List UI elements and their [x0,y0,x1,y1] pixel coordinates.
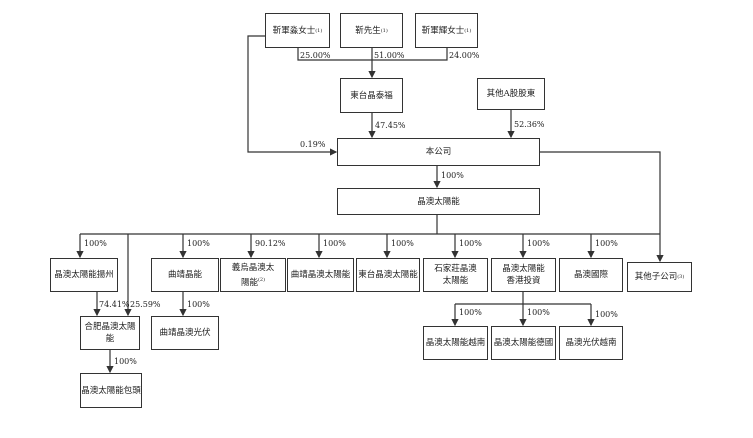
label: 靳先生 [355,25,381,36]
pct-label: 47.45% [375,121,406,130]
label: 曲靖晶澳太陽能 [290,270,351,280]
label: 曲靖晶澳光伏 [159,328,211,338]
baotou-box: 晶澳太陽能包頭 [80,373,142,408]
label: 晶澳太陽能揚州 [54,270,114,280]
label: 其他A股股東 [486,89,536,99]
label: 晶澳太陽能越南 [425,338,486,348]
pct-label: 25.00% [300,51,331,60]
pct-label: 52.36% [514,120,545,129]
label: 本公司 [425,147,452,157]
label: 曲靖晶能 [167,270,202,280]
pct-label: 100% [187,239,210,248]
label: 東台晶泰福 [350,90,393,101]
label: 合肥晶澳太陽能 [84,322,136,344]
subsidiary-box: 晶澳太陽能香港投資 [491,258,556,292]
label: 晶澳太陽能 [417,196,460,207]
note: (2) [257,276,266,283]
label: 其他子公司 [634,272,678,282]
label: 晶澳太陽能香港投資 [502,264,545,286]
pct-label: 90.12% [255,239,286,248]
label: 晶澳國際 [573,270,608,280]
subsidiary-box: 曲靖晶能 [151,258,219,292]
label: 晶澳光伏越南 [565,338,617,348]
note: (1) [380,27,388,34]
subsidiary-box: 晶澳太陽能揚州 [50,258,118,292]
label: 晶澳太陽能包頭 [81,385,141,396]
subsidiary-box: 石家莊晶澳太陽能 [423,258,488,292]
holding-box: 東台晶泰福 [340,78,403,113]
solar-box: 晶澳太陽能 [337,188,540,215]
subsidiary-box: 東台晶澳太陽能 [356,258,420,292]
pct-label: 51.00% [374,51,405,60]
subsidiary-box: 其他子公司(3) [627,262,692,292]
pct-label: 24.00% [449,51,480,60]
label: 靳軍輝女士 [421,25,465,36]
pct-label: 100% [459,308,482,317]
company-box: 本公司 [337,138,540,166]
label: 石家莊晶澳太陽能 [434,264,477,286]
pct-label: 100% [114,357,137,366]
hk-subsidiary-box: 晶澳太陽能德國 [491,326,556,360]
subsidiary-box: 義烏晶澳太陽能(2) [220,258,286,292]
hk-subsidiary-box: 晶澳太陽能越南 [423,326,488,360]
hk-subsidiary-box: 晶澳光伏越南 [559,326,623,360]
pct-label: 100% [391,239,414,248]
subsidiary-box: 晶澳國際 [559,258,623,292]
pct-label: 100% [323,239,346,248]
note: (1) [315,27,323,34]
hefei-box: 合肥晶澳太陽能 [80,316,140,350]
pct-label: 100% [84,239,107,248]
shareholder-box: 靳先生(1) [340,13,403,48]
subsidiary-box: 曲靖晶澳太陽能 [287,258,354,292]
shareholder-box: 靳軍輝女士(1) [415,13,478,48]
pct-label: 100% [459,239,482,248]
pct-label: 100% [595,310,618,319]
pct-label: 100% [527,308,550,317]
label: 晶澳太陽能德國 [493,338,554,348]
pct-label: 74.41% [99,300,130,309]
label: 靳軍淼女士 [272,25,316,36]
pct-label: 100% [595,239,618,248]
label: 義烏晶澳太陽能 [231,262,275,288]
qujing-pv-box: 曲靖晶澳光伏 [151,316,219,350]
note: (1) [464,27,472,34]
shareholder-box: 靳軍淼女士(1) [265,13,330,48]
other-a-shareholders-box: 其他A股股東 [477,78,545,110]
label: 東台晶澳太陽能 [358,270,418,280]
pct-label: 100% [441,171,464,180]
note: (3) [677,274,685,280]
pct-label: 100% [187,300,210,309]
pct-label: 100% [527,239,550,248]
pct-label: 0.19% [300,140,326,149]
pct-label: 25.59% [130,300,161,309]
